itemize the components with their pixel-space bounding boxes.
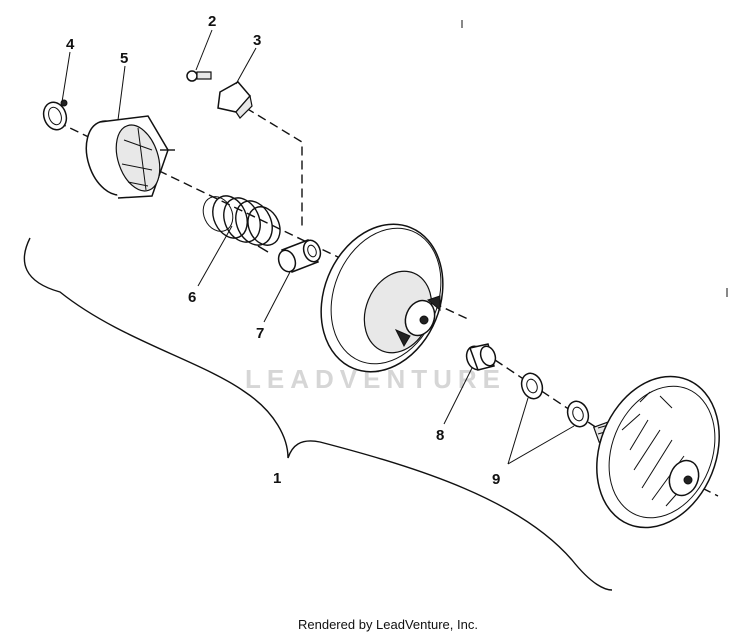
leader-6	[197, 225, 233, 287]
bushing-part	[277, 239, 322, 273]
item-3-leader	[245, 107, 303, 230]
callout-1: 1	[273, 470, 281, 487]
weight-part	[217, 81, 253, 119]
callout-9: 9	[492, 471, 500, 488]
snap-ring-part	[42, 99, 68, 131]
leader-9b	[507, 425, 575, 465]
callout-4: 4	[66, 36, 75, 53]
moveable-sheave-part	[320, 223, 444, 373]
callout-8: 8	[436, 427, 444, 444]
leader-4	[61, 51, 71, 103]
credit-text: Rendered by LeadVenture, Inc.	[298, 617, 478, 632]
callout-5: 5	[120, 50, 128, 67]
leader-7	[263, 271, 291, 323]
callout-2: 2	[208, 13, 216, 30]
leader-5	[117, 65, 126, 121]
screw-part	[186, 70, 212, 82]
leader-9a	[507, 397, 529, 465]
spring-part	[202, 195, 281, 253]
callout-6: 6	[188, 289, 196, 306]
callout-7: 7	[256, 325, 264, 342]
leader-2	[195, 29, 213, 71]
spider-part	[85, 115, 175, 199]
roller-part	[465, 343, 497, 371]
callout-3: 3	[253, 32, 261, 49]
fixed-sheave-part	[592, 375, 720, 529]
washer-part-2	[566, 400, 590, 428]
washer-part-1	[520, 372, 544, 400]
leader-3	[235, 47, 257, 85]
leader-8	[443, 367, 473, 425]
assembly-bracket	[23, 237, 613, 591]
